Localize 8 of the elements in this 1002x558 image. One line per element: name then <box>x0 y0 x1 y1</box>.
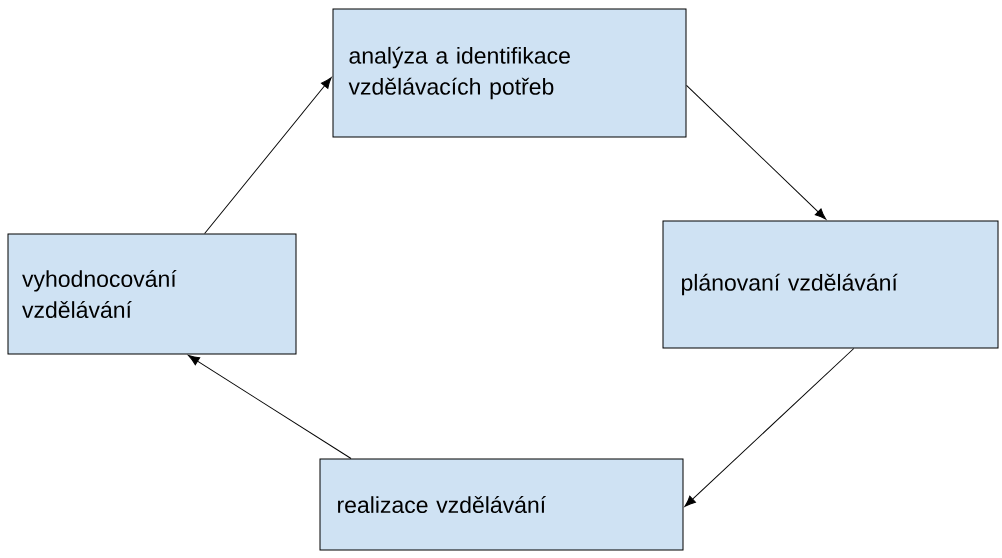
arrow <box>188 355 352 459</box>
arrow <box>686 84 827 220</box>
arrow <box>684 348 855 507</box>
process-box: analýza a identifikace vzdělávacích potřeb <box>332 8 687 138</box>
process-box: realizace vzdělávání <box>319 458 684 551</box>
arrow <box>204 77 332 234</box>
process-box: plánovaní vzdělávání <box>662 220 999 349</box>
process-box: vyhodnocování vzdělávání <box>7 233 297 355</box>
